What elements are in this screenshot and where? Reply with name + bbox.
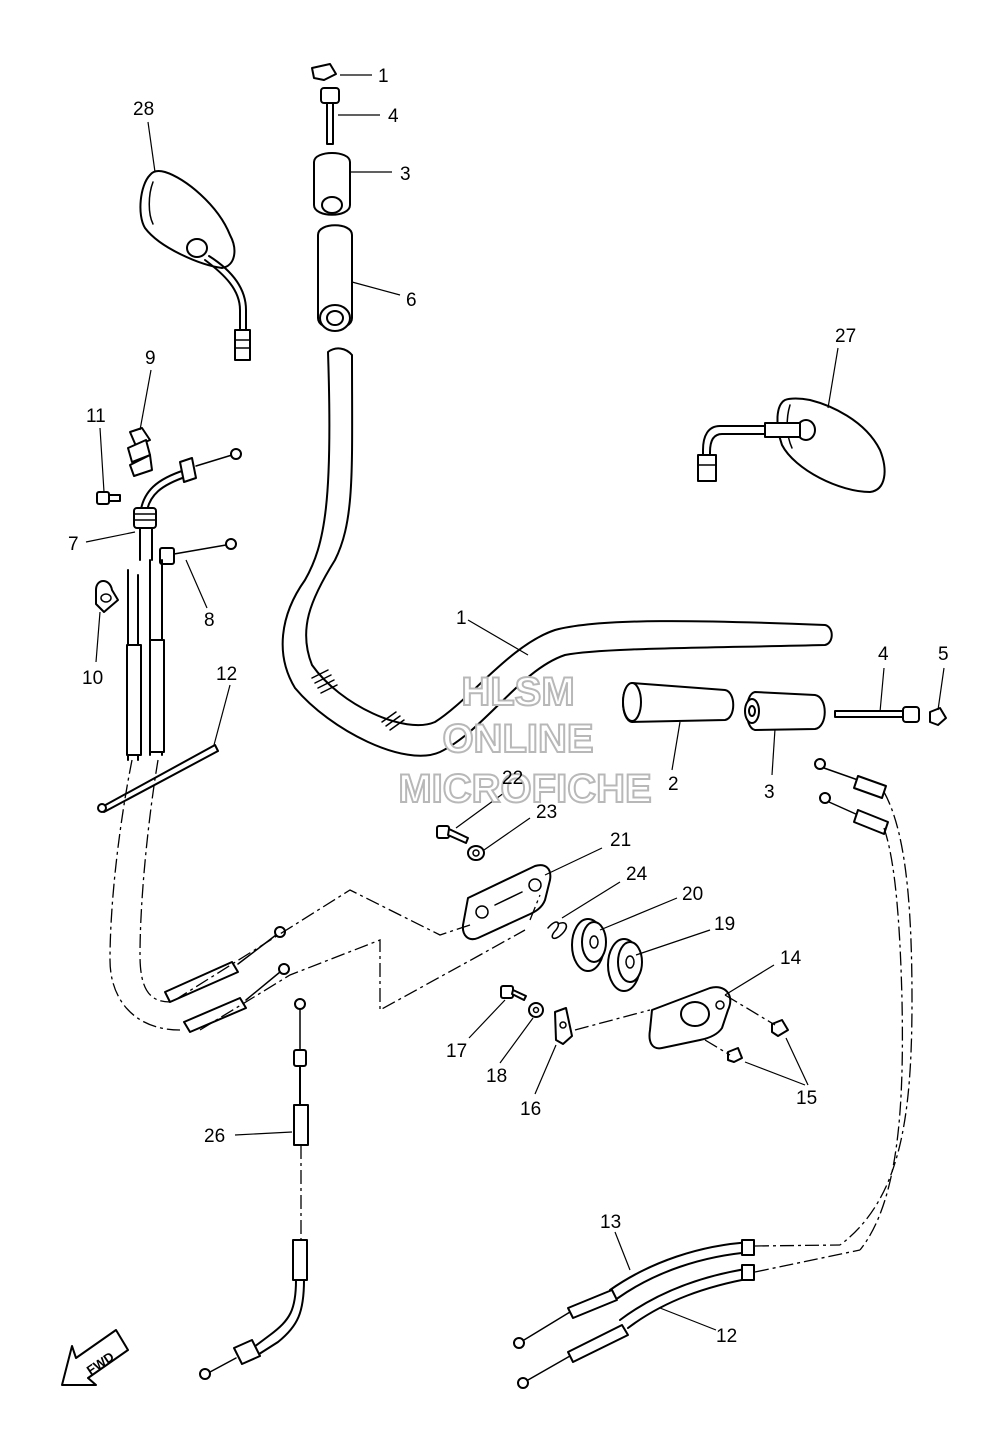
watermark-line-3: MICROFICHE (398, 767, 651, 811)
callout-8: 8 (204, 610, 215, 631)
callout-21: 20 (682, 884, 703, 905)
pulley-20 (607, 938, 643, 992)
throttle-cable-end-upper (164, 926, 286, 1003)
spring (547, 921, 568, 940)
bar-end-screw-right (834, 706, 920, 723)
callout-3-top: 3 (400, 164, 411, 185)
bar-end-nut-left (311, 63, 337, 81)
nut-lower (727, 1047, 743, 1063)
callout-3-right: 3 (764, 782, 775, 803)
screw-holder (436, 825, 469, 844)
callout-1: 1 (456, 608, 467, 629)
clamp-10 (95, 580, 119, 613)
nut-upper (771, 1019, 789, 1037)
holder-lower (648, 986, 732, 1050)
callout-2: 2 (668, 774, 679, 795)
callout-15: 14 (780, 948, 802, 969)
cable-guide-9 (127, 427, 153, 477)
handlebar (281, 347, 833, 757)
plate-17 (554, 1007, 573, 1045)
bar-end-weight-left (313, 152, 351, 216)
throttle-cable-13 (517, 1264, 755, 1389)
watermark: HLSM ONLINE MICROFICHE (397, 669, 652, 812)
mirror-right (697, 397, 886, 493)
throttle-cable-14 (513, 1239, 755, 1349)
callout-19: 18 (486, 1066, 507, 1087)
callout-28: 28 (133, 99, 154, 120)
assembly-guide-lines (174, 889, 776, 1056)
leader-lines (85, 74, 945, 1331)
bar-end-screw-left (320, 87, 340, 145)
callout-26: 26 (204, 1126, 225, 1147)
grip-right (622, 682, 735, 723)
callout-5-top: 1 (378, 66, 389, 87)
callout-20: 19 (714, 914, 735, 935)
cable-routing-right-merge (754, 1244, 861, 1273)
pulley-21 (571, 918, 607, 972)
callout-24: 23 (536, 802, 557, 823)
clutch-cable-7 (133, 448, 242, 561)
callout-12: 12 (216, 664, 237, 685)
callout-4-right: 4 (878, 644, 889, 665)
bar-end-weight-right (744, 691, 826, 731)
callout-22: 21 (610, 830, 631, 851)
switch-lead-8 (159, 538, 237, 565)
cable-tie-12 (97, 744, 219, 813)
callout-10: 10 (82, 668, 103, 689)
screw-18 (500, 985, 527, 1001)
callout-4-top: 4 (388, 106, 399, 127)
callout-27: 27 (835, 326, 856, 347)
holder-upper (461, 864, 552, 941)
callout-labels: 1 4 3 6 28 27 9 11 7 8 10 12 1 2 3 4 5 2… (68, 66, 949, 1347)
callout-23: 22 (502, 768, 523, 789)
handlebar-knurl-center (381, 711, 405, 731)
callout-6: 6 (406, 290, 417, 311)
callout-14: 13 (600, 1212, 621, 1233)
grip-left (317, 224, 353, 332)
callout-11: 11 (86, 406, 106, 427)
washer-19 (528, 1002, 544, 1018)
cable-routing-right-dashed (839, 791, 913, 1251)
callout-17: 16 (520, 1099, 541, 1120)
cable-routing-left-dashed (109, 759, 181, 1031)
callout-13: 12 (716, 1326, 737, 1347)
throttle-cable-pair-left (126, 559, 165, 761)
cable-26 (199, 998, 309, 1380)
washer-holder (467, 845, 485, 861)
mirror-left (139, 170, 251, 361)
throttle-cable-upper-ends (814, 758, 889, 835)
callout-5-right: 5 (938, 644, 949, 665)
throttle-cable-end-lower (183, 963, 290, 1033)
callout-25: 24 (626, 864, 648, 885)
watermark-line-2: ONLINE (442, 717, 593, 761)
bar-end-nut-right (929, 707, 947, 726)
watermark-line-1: HLSM (461, 670, 574, 714)
handlebar-knurl-left (311, 669, 338, 694)
bolt-11 (96, 491, 121, 505)
callout-7: 7 (68, 534, 79, 555)
fwd-direction-arrow: FWD (61, 1329, 129, 1386)
callout-9: 9 (145, 348, 156, 369)
callout-16: 15 (796, 1088, 817, 1109)
callout-18: 17 (446, 1041, 467, 1062)
